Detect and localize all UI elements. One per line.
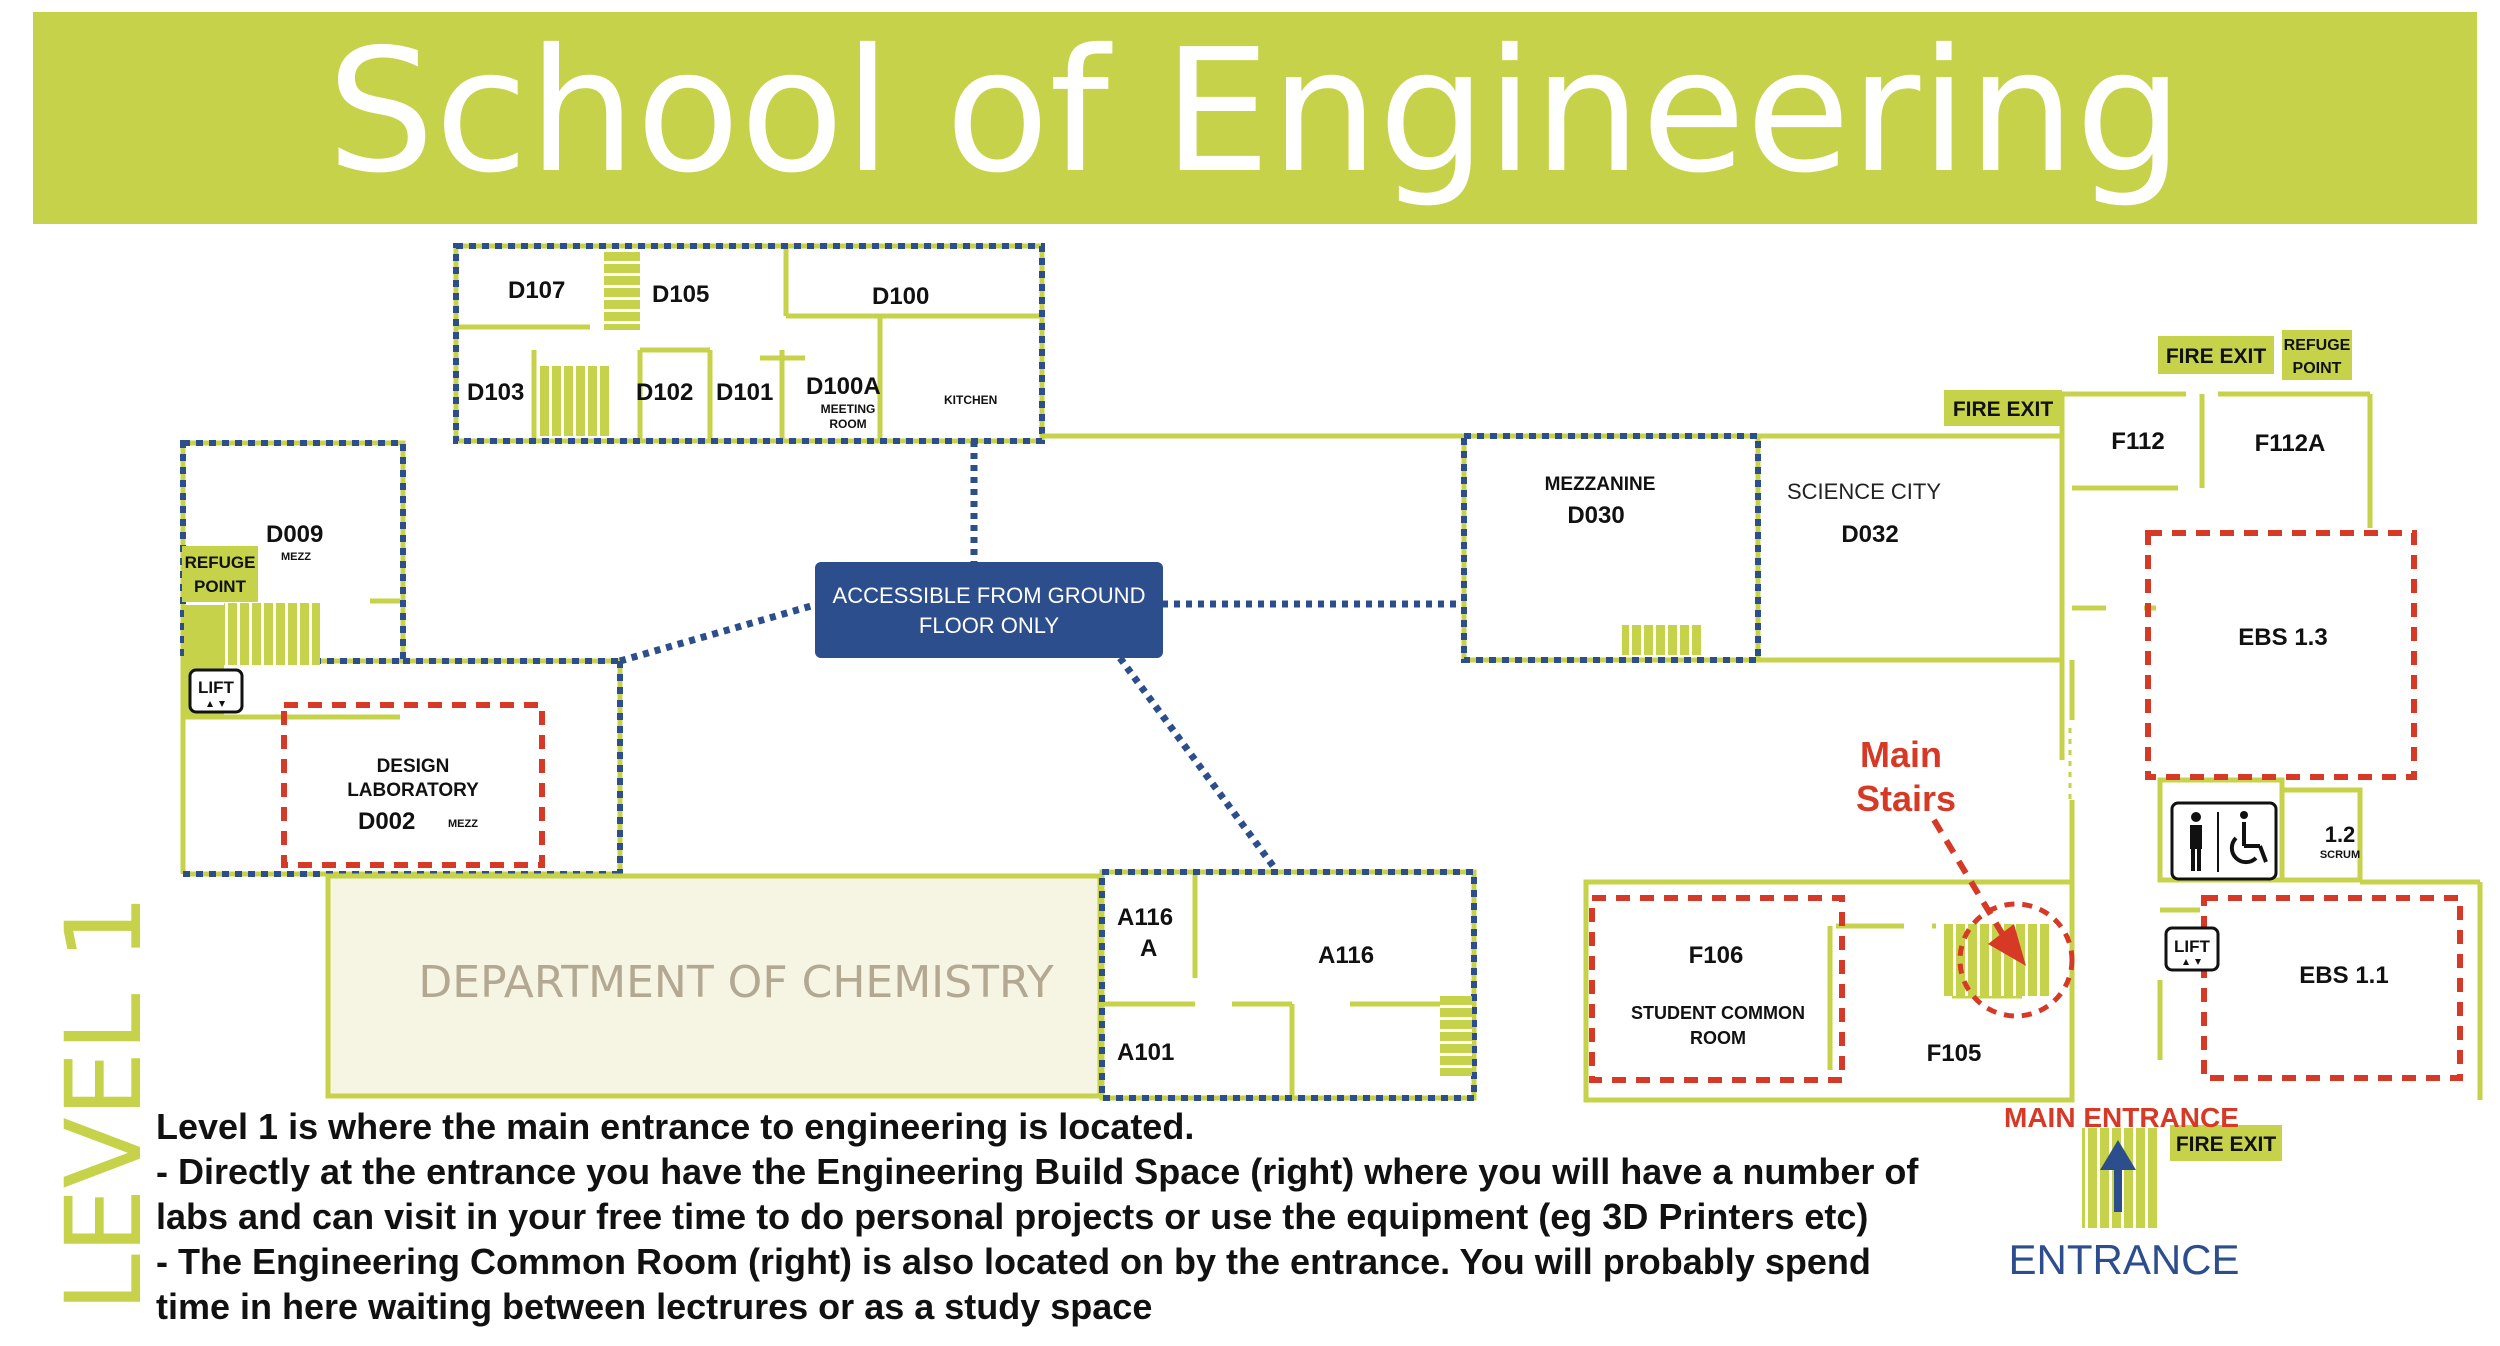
accessible-note-line2: FLOOR ONLY (919, 613, 1060, 638)
room-student-common: STUDENT COMMON (1631, 1003, 1805, 1023)
refuge-point-left-label1: REFUGE (185, 553, 256, 572)
room-ebs13: EBS 1.3 (2238, 624, 2327, 651)
room-d101: D101 (716, 379, 773, 406)
room-d103: D103 (467, 379, 524, 406)
a-block-outline (1099, 869, 1477, 1101)
main-stairs-icon (1942, 924, 2052, 996)
room-d002-mezz: MEZZ (448, 818, 478, 830)
wheelchair-icon (2229, 811, 2268, 865)
refuge-point-right-badge (2282, 330, 2352, 380)
refuge-point-right-label2: POINT (2293, 360, 2342, 377)
lift-left-icon: LIFT (188, 668, 244, 714)
accessible-connectors (619, 441, 1464, 873)
room-f112: F112 (2111, 428, 2164, 455)
stairs-d105 (604, 252, 640, 330)
ebs11-outline (2201, 895, 2463, 1081)
fire-exit-top-label: FIRE EXIT (1953, 398, 2054, 421)
room-d002: D002 (358, 808, 415, 835)
d-block-outline (453, 243, 1045, 444)
room-d100: D100 (872, 283, 929, 310)
ebs13-outline (2145, 530, 2417, 780)
description-line-1: Level 1 is where the main entrance to en… (156, 1106, 1195, 1147)
stairs-d103 (540, 366, 610, 436)
restroom-icon (2170, 801, 2278, 881)
room-d009: D009 (266, 521, 323, 548)
design-lab-outline (281, 702, 545, 868)
room-d102: D102 (636, 379, 693, 406)
room-d009-mezz: MEZZ (281, 551, 311, 563)
main-entrance-label: MAIN ENTRANCE (2004, 1102, 2239, 1133)
stairs-d009 (224, 603, 320, 665)
fire-exit-top-badge (1944, 390, 2062, 426)
title-banner (33, 12, 2477, 224)
room-f105: F105 (1927, 1040, 1982, 1067)
room-a116a-line1: A116 (1117, 904, 1173, 931)
refuge-point-left-badge (182, 546, 258, 602)
chemistry-label: DEPARTMENT OF CHEMISTRY (418, 957, 1053, 1008)
room-laboratory: LABORATORY (347, 780, 479, 801)
room-mezzanine: MEZZANINE (1545, 474, 1656, 495)
room-d105: D105 (652, 281, 709, 308)
main-stairs-label2: Stairs (1856, 778, 1956, 819)
description-line-4: - The Engineering Common Room (right) is… (156, 1241, 1871, 1282)
up-arrow-icon (2100, 1140, 2136, 1212)
d030-block (1461, 433, 2065, 663)
room-science-city: SCIENCE CITY (1787, 479, 1941, 504)
room-d107: D107 (508, 277, 565, 304)
accessible-note-box (815, 562, 1163, 658)
main-stairs-label1: Main (1860, 734, 1942, 775)
room-ebs11: EBS 1.1 (2299, 962, 2388, 989)
description-line-5: time in here waiting between lectrures o… (156, 1286, 1153, 1327)
svg-text:LIFT: LIFT (198, 678, 234, 697)
chemistry-building (325, 873, 1103, 1099)
room-1-2-scrum: SCRUM (2320, 849, 2360, 861)
room-a101: A101 (1117, 1039, 1174, 1066)
entrance-label: ENTRANCE (2008, 1236, 2239, 1283)
lift-right-icon: LIFT (2164, 926, 2220, 972)
room-d100a-room: ROOM (829, 417, 866, 431)
room-f106-room: ROOM (1690, 1028, 1746, 1048)
f-block (2059, 391, 2483, 1100)
room-a116a-line2: A (1140, 935, 1157, 962)
fire-exit-upper-label: FIRE EXIT (2166, 345, 2267, 368)
fire-exit-bottom-label: FIRE EXIT (2176, 1133, 2277, 1156)
fire-exit-upper-badge (2158, 336, 2274, 374)
room-f106: F106 (1689, 942, 1744, 969)
stairs-a116 (1440, 996, 1472, 1076)
room-f112a: F112A (2255, 430, 2326, 457)
accessible-note-line1: ACCESSIBLE FROM GROUND (833, 583, 1146, 608)
description-line-3: labs and can visit in your free time to … (156, 1196, 1869, 1237)
main-stairs-arrowhead (1988, 924, 2026, 966)
refuge-point-right-label1: REFUGE (2284, 337, 2351, 354)
d030-outline (1461, 433, 1761, 663)
room-d032: D032 (1841, 521, 1898, 548)
room-d030: D030 (1567, 502, 1624, 529)
level-description: Level 1 is where the main entrance to en… (156, 1104, 2056, 1329)
room-d100a-meeting: MEETING (821, 402, 876, 416)
level-label: LEVEL 1 (43, 894, 165, 1312)
room-1-2: 1.2 (2325, 822, 2356, 847)
room-kitchen: KITCHEN (944, 393, 997, 407)
description-line-2: - Directly at the entrance you have the … (156, 1151, 1919, 1192)
fire-exit-bottom-badge (2170, 1125, 2282, 1161)
room-d100a: D100A (806, 373, 881, 400)
room-design: DESIGN (377, 756, 450, 777)
svg-text:LIFT: LIFT (2174, 937, 2210, 956)
f106-outline (1589, 895, 1845, 1083)
refuge-point-left-label2: POINT (194, 577, 247, 596)
room-a116: A116 (1318, 942, 1374, 969)
page-title: School of Engineering (327, 13, 2183, 211)
main-stairs-highlight (1957, 901, 2075, 1019)
stairs-d030 (1622, 625, 1702, 655)
